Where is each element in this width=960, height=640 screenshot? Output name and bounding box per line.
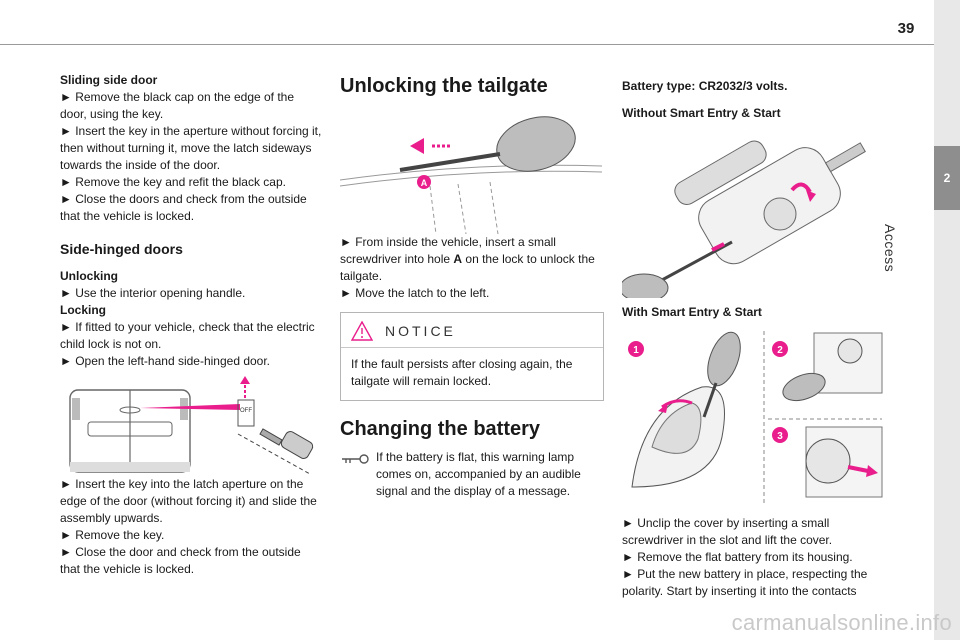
screwdriver-icon	[399, 116, 576, 172]
smart-step-2: ► Remove the flat battery from its housi…	[622, 550, 853, 564]
column-3: Battery type: CR2032/3 volts. Without Sm…	[622, 78, 884, 600]
warning-triangle-icon	[351, 321, 373, 341]
tailgate-step-1-hole: A	[453, 252, 463, 266]
battery-warning-text: If the battery is flat, this warning lam…	[376, 450, 581, 498]
battery-type: Battery type: CR2032/3 volts.	[622, 79, 788, 93]
without-smart-entry-label: Without Smart Entry & Start	[622, 106, 781, 120]
smart-step-1: ► Unclip the cover by inserting a small …	[622, 516, 833, 547]
step-1-badge	[628, 341, 644, 357]
smart-key-figure: 1 2 3	[628, 331, 883, 503]
watermark: carmanualsonline.info	[731, 610, 952, 635]
tailgate-step-1: ► From inside the vehicle, insert a smal…	[340, 234, 606, 285]
tailgate-heading: Unlocking the tailgate	[340, 75, 548, 97]
header-rule	[0, 44, 934, 45]
chapter-tab-number: 2	[943, 171, 951, 185]
notice-title: NOTICE	[385, 322, 456, 339]
sliding-step-2: ► Insert the key in the aperture without…	[60, 124, 322, 172]
chapter-tab-strip-top	[934, 0, 960, 146]
tailgate-step-1-part1: ► From inside the vehicle, insert a smal…	[340, 235, 556, 266]
remote-key-figure	[622, 140, 866, 298]
battery-heading: Changing the battery	[340, 418, 541, 440]
step-3-badge	[772, 427, 788, 443]
coin-battery-icon	[763, 197, 797, 231]
tailgate-figure: A	[340, 116, 603, 234]
arrow-left-icon	[410, 138, 424, 154]
key-warning-icon	[342, 454, 369, 464]
after-figure-step-3: ► Close the door and check from the outs…	[60, 545, 301, 576]
step-2-number: 2	[777, 345, 783, 356]
after-figure-step-1: ► Insert the key into the latch aperture…	[60, 477, 317, 525]
unlocking-label: Unlocking	[60, 269, 119, 283]
notice-text: If the fault persists after closing agai…	[351, 357, 573, 388]
unlocking-step: ► Use the interior opening handle.	[60, 286, 246, 300]
label-a: A	[421, 178, 428, 188]
tailgate-step-1-part2: on the lock to unlock the tailgate.	[340, 252, 595, 283]
locking-label: Locking	[60, 303, 107, 317]
after-figure-step-2: ► Remove the key.	[60, 528, 165, 542]
van-rear-figure: OFF	[69, 376, 314, 475]
page-number: 39	[897, 20, 915, 37]
sliding-step-4: ► Close the doors and check from the out…	[60, 192, 307, 223]
tailgate-step-2: ► Move the latch to the left.	[340, 286, 490, 300]
sliding-door-title: Sliding side door	[60, 73, 158, 87]
key-icon	[259, 428, 314, 459]
sliding-step-3: ► Remove the key and refit the black cap…	[60, 175, 286, 189]
chapter-tab-active[interactable]: 2	[934, 146, 960, 210]
column-1: Sliding side door ► Remove the black cap…	[60, 72, 322, 578]
notice-header: NOTICE	[341, 313, 603, 348]
with-smart-entry-label: With Smart Entry & Start	[622, 305, 762, 319]
hinged-doors-heading: Side-hinged doors	[60, 241, 183, 257]
smart-step-3: ► Put the new battery in place, respecti…	[622, 567, 868, 598]
label-a-badge	[417, 175, 431, 189]
step-2-badge	[772, 341, 788, 357]
off-label: OFF	[240, 408, 252, 414]
locking-step-1: ► If fitted to your vehicle, check that …	[60, 320, 315, 351]
step-3-number: 3	[777, 431, 783, 442]
locking-step-2: ► Open the left-hand side-hinged door.	[60, 354, 271, 368]
step-1-number: 1	[633, 345, 639, 356]
notice-box: NOTICE If the fault persists after closi…	[340, 312, 604, 401]
sliding-step-1: ► Remove the black cap on the edge of th…	[60, 90, 295, 121]
column-2: Unlocking the tailgate A ► From inside t…	[340, 74, 606, 500]
chapter-tab-strip-bottom	[934, 210, 960, 640]
